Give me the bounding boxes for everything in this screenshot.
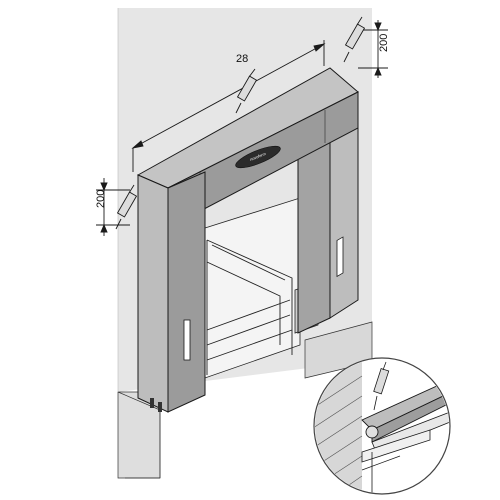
left-curtain-front: [167, 171, 206, 413]
depth-dimension-top: [358, 20, 388, 78]
detail-hinge: [365, 425, 379, 439]
width-dimension-label: 28: [236, 53, 248, 65]
truck-body: [206, 239, 293, 375]
detail-callout: [313, 357, 451, 495]
gas-spring-top-center: [235, 68, 258, 114]
gas-spring-top-right: [343, 16, 366, 63]
gas-spring-left: [115, 184, 138, 230]
left-curtain-slot: [183, 319, 191, 361]
depth-dimension-top-label: 200: [378, 34, 390, 52]
left-curtain-side: [137, 174, 169, 413]
depth-dimension-left: [96, 178, 130, 236]
curtain-feet: [150, 398, 162, 412]
brand-logo-badge: [235, 145, 281, 169]
width-dimension: [131, 40, 326, 172]
brand-logo-text: novoferm: [249, 151, 267, 162]
right-curtain-slot: [336, 236, 344, 278]
depth-dimension-left-label: 200: [95, 190, 107, 208]
